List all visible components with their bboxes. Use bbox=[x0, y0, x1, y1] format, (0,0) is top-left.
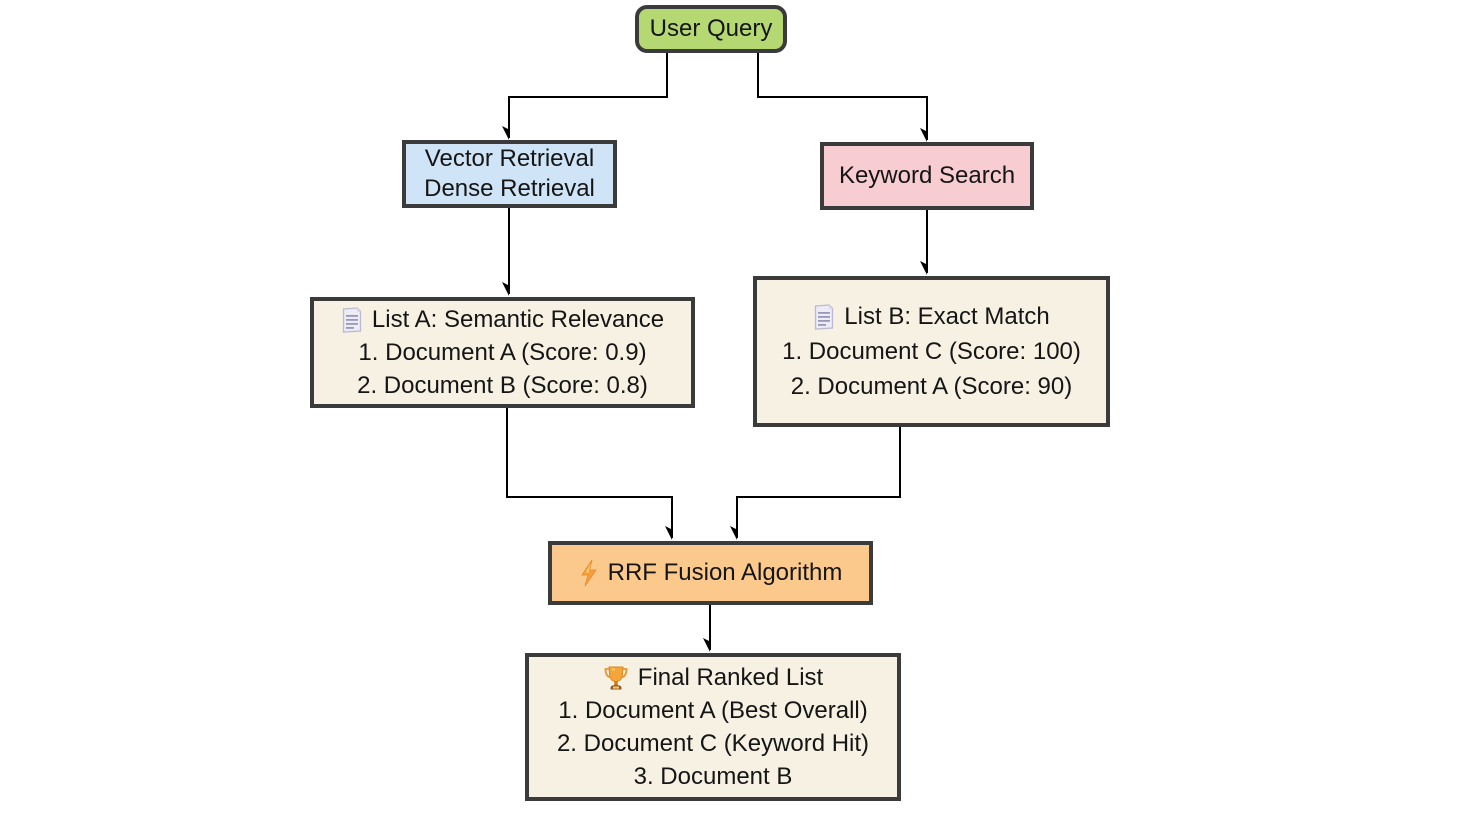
document-icon bbox=[341, 306, 363, 333]
final-ranked-title: Final Ranked List bbox=[637, 664, 824, 691]
lightning-icon bbox=[579, 559, 599, 587]
node-list-b: List B: Exact Match 1. Document C (Score… bbox=[753, 276, 1110, 427]
trophy-icon bbox=[603, 665, 629, 691]
vector-retrieval-line2: Dense Retrieval bbox=[424, 175, 595, 202]
node-vector-retrieval: Vector Retrieval Dense Retrieval bbox=[402, 140, 617, 208]
final-ranked-item: 2. Document C (Keyword Hit) bbox=[556, 730, 870, 757]
list-a-title: List A: Semantic Relevance bbox=[371, 306, 665, 333]
edge-listb-to-rrf bbox=[737, 427, 901, 538]
keyword-search-label: Keyword Search bbox=[838, 162, 1016, 189]
list-a-item: 2. Document B (Score: 0.8) bbox=[357, 372, 648, 399]
node-list-a: List A: Semantic Relevance 1. Document A… bbox=[310, 297, 695, 408]
final-ranked-item: 1. Document A (Best Overall) bbox=[558, 697, 868, 724]
list-b-title: List B: Exact Match bbox=[844, 303, 1050, 330]
vector-retrieval-line1: Vector Retrieval bbox=[424, 145, 595, 172]
rrf-fusion-label: RRF Fusion Algorithm bbox=[607, 559, 843, 586]
final-ranked-item: 3. Document B bbox=[633, 763, 793, 790]
node-rrf-fusion: RRF Fusion Algorithm bbox=[548, 541, 873, 605]
list-b-item: 2. Document A (Score: 90) bbox=[790, 373, 1073, 400]
list-b-item: 1. Document C (Score: 100) bbox=[782, 338, 1081, 365]
edge-userquery-to-keyword bbox=[757, 53, 928, 140]
edge-lista-to-rrf bbox=[506, 408, 673, 538]
edge-userquery-to-vector bbox=[509, 53, 668, 138]
list-a-item: 1. Document A (Score: 0.9) bbox=[358, 339, 647, 366]
node-final-ranked-list: Final Ranked List 1. Document A (Best Ov… bbox=[525, 653, 901, 801]
node-user-query: User Query bbox=[635, 5, 787, 53]
node-keyword-search: Keyword Search bbox=[820, 142, 1034, 210]
user-query-label: User Query bbox=[649, 15, 773, 42]
document-icon bbox=[813, 303, 835, 330]
